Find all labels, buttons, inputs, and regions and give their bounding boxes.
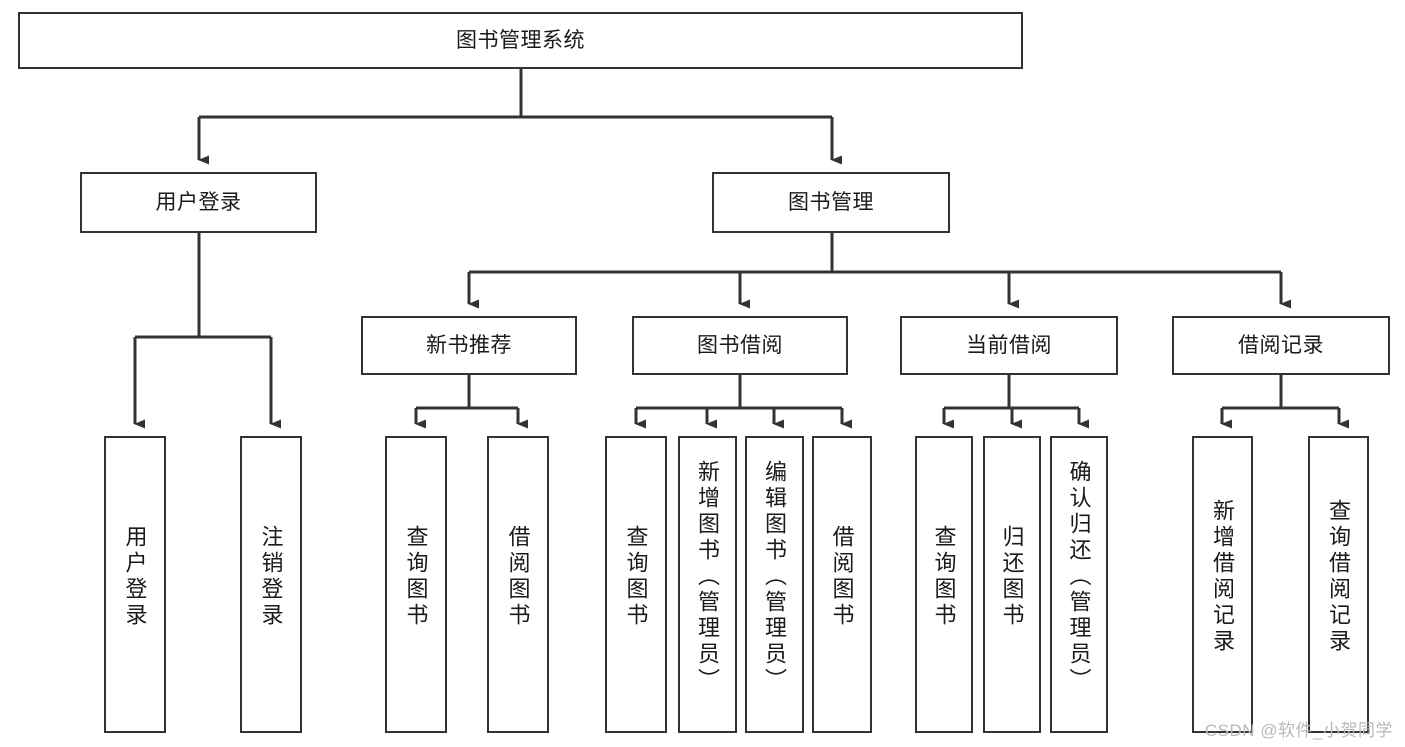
node-label: 用户登录 (122, 524, 148, 629)
node-label: 查询图书 (931, 524, 957, 629)
node-label: 借阅图书 (829, 524, 855, 629)
node-label: 借阅图书 (505, 524, 531, 629)
leaf-node-query-books-current[interactable]: 查询图书 (915, 436, 973, 733)
node-label: 当前借阅 (966, 333, 1052, 357)
node-label: 新书推荐 (426, 333, 512, 357)
node-label: 图书管理系统 (456, 28, 585, 52)
node-current-borrowing[interactable]: 当前借阅 (900, 316, 1118, 375)
leaf-node-edit-book-admin[interactable]: 编辑图书（管理员） (745, 436, 804, 733)
node-label: 用户登录 (155, 190, 242, 214)
node-label: 图书借阅 (697, 333, 783, 357)
leaf-node-query-borrow-record[interactable]: 查询借阅记录 (1308, 436, 1369, 733)
leaf-node-user-login[interactable]: 用户登录 (104, 436, 166, 733)
node-label: 新增借阅记录 (1210, 498, 1236, 655)
node-label: 确认归还（管理员） (1066, 459, 1092, 694)
leaf-node-query-books-new[interactable]: 查询图书 (385, 436, 447, 733)
node-label: 编辑图书（管理员） (762, 459, 788, 694)
node-label: 归还图书 (999, 524, 1025, 629)
node-new-book-recommendation[interactable]: 新书推荐 (361, 316, 577, 375)
leaf-node-logout[interactable]: 注销登录 (240, 436, 302, 733)
leaf-node-borrow-books-new[interactable]: 借阅图书 (487, 436, 549, 733)
node-label: 借阅记录 (1238, 333, 1324, 357)
node-label: 注销登录 (258, 524, 284, 629)
node-label: 查询图书 (403, 524, 429, 629)
leaf-node-return-books[interactable]: 归还图书 (983, 436, 1041, 733)
leaf-node-borrow-books[interactable]: 借阅图书 (812, 436, 872, 733)
node-borrowing-records[interactable]: 借阅记录 (1172, 316, 1390, 375)
leaf-node-confirm-return-admin[interactable]: 确认归还（管理员） (1050, 436, 1108, 733)
node-label: 查询借阅记录 (1326, 498, 1352, 655)
node-label: 新增图书（管理员） (695, 459, 721, 694)
node-book-management[interactable]: 图书管理 (712, 172, 950, 233)
node-root-book-management-system[interactable]: 图书管理系统 (18, 12, 1023, 69)
leaf-node-add-book-admin[interactable]: 新增图书（管理员） (678, 436, 737, 733)
leaf-node-query-books-borrow[interactable]: 查询图书 (605, 436, 667, 733)
node-label: 查询图书 (623, 524, 649, 629)
node-label: 图书管理 (788, 190, 874, 214)
node-book-borrowing[interactable]: 图书借阅 (632, 316, 848, 375)
node-user-login[interactable]: 用户登录 (80, 172, 317, 233)
leaf-node-add-borrow-record[interactable]: 新增借阅记录 (1192, 436, 1253, 733)
